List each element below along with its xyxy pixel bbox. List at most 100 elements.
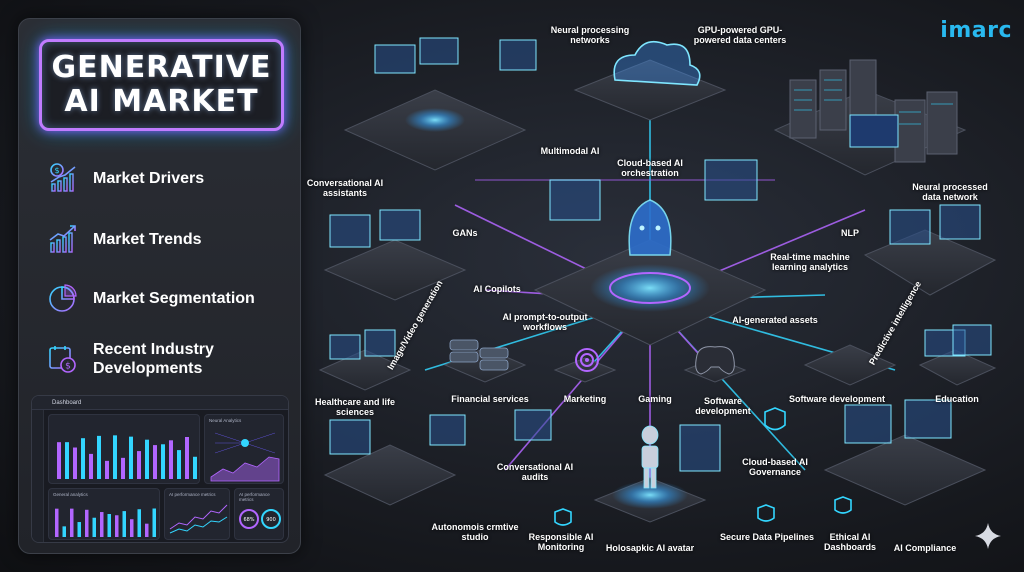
diagram-label: Neural processing networks [550, 25, 630, 45]
diagram-label: Conversational AI audits [496, 462, 574, 482]
cloud-icon [613, 40, 701, 86]
diagram-label: AI Copilots [473, 284, 521, 294]
dashboard-bar [92, 517, 96, 537]
dashboard-bar [115, 515, 119, 537]
diagram-label: Real-time machine learning analytics [770, 252, 850, 272]
menu-item-recent-developments[interactable]: $ Recent Industry Developments [47, 340, 287, 378]
dashboard-bar [57, 442, 61, 479]
menu-item-market-trends[interactable]: Market Trends [47, 223, 287, 255]
dashboard-bar [137, 509, 141, 537]
ai-head-icon [628, 199, 672, 256]
diagram-label: Cloud-based AI Governance [742, 457, 808, 477]
target-icon [575, 348, 599, 372]
card-title: AI performance metrics [239, 492, 270, 502]
sparkle-icon [975, 523, 1001, 549]
diagram-label: NLP [841, 228, 859, 238]
menu-label: Market Trends [93, 230, 202, 248]
diagram-label: Responsible AI Monitoring [528, 532, 594, 552]
diagram-label: GANs [452, 228, 478, 238]
dashboard-bar [130, 519, 134, 537]
diagram-label: Education [935, 394, 979, 404]
dashboard-bar [85, 509, 89, 537]
imarc-logo: imarc [940, 18, 1012, 43]
diagram-label: Healthcare and life sciences [314, 397, 396, 417]
dashboard-bar [73, 447, 77, 479]
diagram-label: Holosapkic AI avatar [605, 543, 695, 553]
dashboard-bar [153, 445, 157, 479]
pie-chart-icon [49, 284, 77, 312]
menu-label: Market Drivers [93, 169, 205, 187]
diagram-label: Software development [788, 394, 886, 404]
dashboard-bar [107, 514, 111, 537]
dashboard-bar [185, 437, 189, 479]
network-graph-graphic [210, 432, 280, 482]
diagram-label: Secure Data Pipelines [719, 532, 815, 542]
dashboard-bar [62, 526, 66, 537]
dashboard-preview: Dashboard Neural Analytics General analy… [31, 395, 289, 543]
dashboard-bar [169, 440, 173, 479]
title-box: GENERATIVE AI MARKET [39, 39, 284, 131]
line-graphic [169, 504, 228, 534]
dashboard-bar [81, 438, 85, 479]
title-line-1: GENERATIVE [51, 50, 272, 85]
bar-chart-graphic [57, 435, 197, 479]
dashboard-bar [177, 450, 181, 479]
dashboard-bar-card [48, 414, 200, 484]
dashboard-sidebar [32, 410, 44, 542]
card-title: Neural Analytics [209, 418, 242, 423]
performance-card-1: AI performance metrics [164, 488, 230, 540]
dashboard-bar [89, 453, 93, 479]
menu-label: Market Segmentation [93, 289, 255, 307]
dashboard-bar [161, 444, 165, 479]
performance-card-2: AI performance metrics 68% 900 [234, 488, 284, 540]
dashboard-title: Dashboard [52, 399, 82, 406]
dashboard-bar [129, 436, 133, 479]
robot-avatar-icon [641, 425, 659, 489]
dashboard-bar [105, 460, 109, 479]
diagram-graphics [318, 37, 997, 526]
gauge-value-1: 68% [243, 517, 254, 523]
dashboard-bar [77, 522, 81, 537]
diagram-label: AI Compliance [893, 543, 957, 553]
gauge-graphic: 68% 900 [239, 509, 281, 529]
left-panel: GENERATIVE AI MARKET $ Market Drivers Ma… [18, 18, 301, 554]
diagram-label: AI prompt-to-output workflows [502, 312, 588, 332]
gamepad-icon [695, 346, 735, 375]
laptop-screen-icon [849, 114, 899, 148]
menu-label: Recent Industry Developments [93, 341, 214, 377]
dashboard-header: Dashboard [32, 396, 288, 410]
menu-item-market-drivers[interactable]: $ Market Drivers [47, 162, 287, 194]
general-analytics-card: General analytics [48, 488, 160, 540]
dashboard-bar [100, 512, 104, 537]
diagram-label: Ethical AI Dashboards [823, 532, 876, 552]
dashboard-bar [113, 435, 117, 479]
diagram-label: Financial services [451, 394, 529, 404]
dashboard-bar [65, 442, 69, 479]
diagram-label: Conversational AI assistants [306, 178, 384, 198]
dashboard-bar [145, 439, 149, 479]
dashboard-bar [122, 511, 126, 537]
diagram-label: Multimodal AI [540, 146, 600, 156]
svg-text:$: $ [65, 362, 71, 372]
card-title: General analytics [53, 492, 88, 497]
title-line-2: AI MARKET [64, 84, 259, 119]
dashboard-bar [145, 523, 149, 537]
diagram-label: Marketing [563, 394, 607, 404]
diagram-label: AI-generated assets [732, 315, 818, 325]
diagram-label: Gaming [638, 394, 672, 404]
diagram-label: GPU-powered GPU-powered data centers [693, 25, 787, 45]
dashboard-bar [97, 435, 101, 479]
neural-analytics-card: Neural Analytics [204, 414, 284, 484]
gauge-value-2: 900 [266, 517, 276, 523]
shield-icon [554, 407, 852, 526]
ecosystem-diagram: Neural processing networks GPU-powered GP… [305, 0, 1024, 572]
small-bar-graphic [55, 508, 156, 537]
dashboard-bar [55, 508, 59, 537]
calendar-dollar-icon: $ [49, 346, 76, 373]
menu-item-market-segmentation[interactable]: Market Segmentation [47, 282, 287, 314]
diagram-label: Cloud-based AI orchestration [617, 158, 683, 178]
dashboard-bar [70, 508, 74, 537]
dashboard-bar [137, 451, 141, 479]
diagram-label: Neural processed data network [912, 182, 988, 202]
dashboard-bar [121, 457, 125, 479]
